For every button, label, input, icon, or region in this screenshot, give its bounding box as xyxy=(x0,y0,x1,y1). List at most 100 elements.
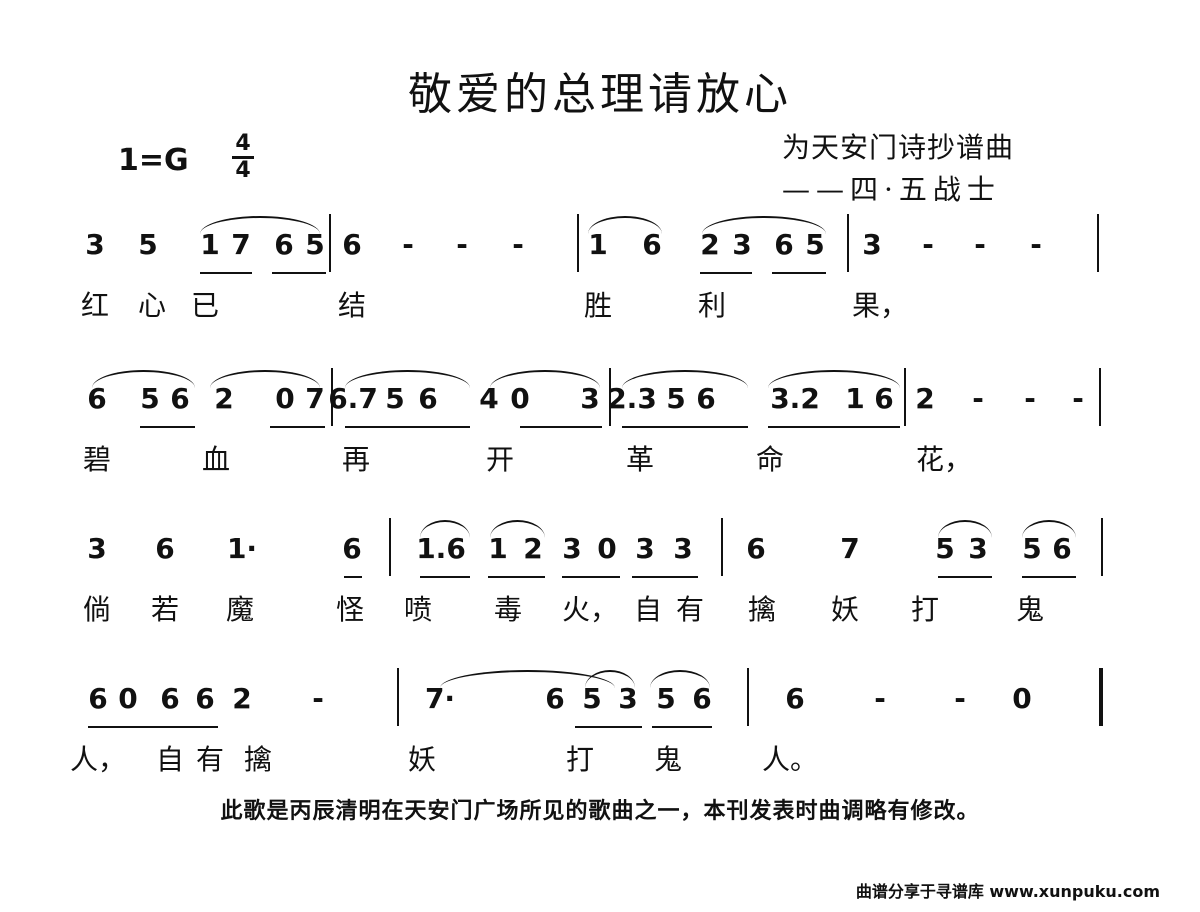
note: 7 xyxy=(231,228,251,261)
note: 1 xyxy=(488,532,508,565)
lyric-char: 擒 xyxy=(747,593,777,626)
barline xyxy=(389,518,391,576)
note: 2 xyxy=(523,532,543,565)
note: 5 xyxy=(666,382,686,415)
barline xyxy=(1097,214,1099,272)
lyric-char: 自 xyxy=(633,593,663,626)
barline xyxy=(904,368,906,426)
beam-underline xyxy=(562,576,620,578)
lyric-char: 再 xyxy=(341,443,371,476)
lyric-char: 妖 xyxy=(830,593,860,626)
lyric-char: 命 xyxy=(755,443,785,476)
note: 3 xyxy=(618,682,638,715)
lyric-char: 有 xyxy=(195,743,225,776)
beam-underline xyxy=(344,576,362,578)
note: 6 xyxy=(342,532,362,565)
note: 3 xyxy=(968,532,988,565)
beam-underline xyxy=(768,426,900,428)
slur xyxy=(938,520,992,538)
note: 6 xyxy=(874,382,894,415)
slur xyxy=(585,670,635,688)
note: 7 xyxy=(305,382,325,415)
lyrics-line: 碧血再开革命花， xyxy=(0,422,1200,476)
barline xyxy=(397,668,399,726)
note: 3 xyxy=(562,532,582,565)
hold-dash: - xyxy=(402,228,414,261)
note: 0 xyxy=(1012,682,1032,715)
lyric-char: 鬼 xyxy=(1015,593,1045,626)
hold-dash: - xyxy=(974,228,986,261)
lyric-char: 革 xyxy=(625,443,655,476)
beam-underline xyxy=(700,272,752,274)
beam-underline xyxy=(88,726,218,728)
beam-underline xyxy=(772,272,826,274)
beam-underline xyxy=(652,726,712,728)
note: 2 xyxy=(700,228,720,261)
slur xyxy=(200,216,320,234)
slur xyxy=(490,370,600,388)
time-signature: 4 4 xyxy=(228,132,258,183)
note: 6 xyxy=(342,228,362,261)
note: 5 xyxy=(1022,532,1042,565)
beam-underline xyxy=(520,426,602,428)
hold-dash: - xyxy=(512,228,524,261)
lyrics-line: 倘若魔怪喷毒火，自有擒妖打鬼 xyxy=(0,572,1200,626)
song-title: 敬爱的总理请放心 xyxy=(408,69,792,120)
lyric-char: 喷 xyxy=(403,593,433,626)
note: 3 xyxy=(732,228,752,261)
lyric-char: 妖 xyxy=(407,743,437,776)
beam-underline xyxy=(200,272,252,274)
key-signature: 1=G xyxy=(118,143,189,178)
barline xyxy=(847,214,849,272)
lyric-char: 胜 xyxy=(583,289,613,322)
note: 2 xyxy=(214,382,234,415)
slur xyxy=(1022,520,1076,538)
lyric-char: 结 xyxy=(337,289,367,322)
hold-dash: - xyxy=(1030,228,1042,261)
beam-underline xyxy=(140,426,195,428)
barline xyxy=(1101,518,1103,576)
lyric-char: 碧 xyxy=(82,443,112,476)
time-signature-bar xyxy=(232,156,254,159)
barline xyxy=(331,368,333,426)
lyric-char: 已 xyxy=(190,289,220,322)
lyric-char: 心 xyxy=(137,289,167,322)
beam-underline xyxy=(632,576,698,578)
lyric-char: 有 xyxy=(675,593,705,626)
note: 7 xyxy=(840,532,860,565)
beam-underline xyxy=(622,426,748,428)
slur xyxy=(588,216,662,234)
barline xyxy=(1099,368,1101,426)
hold-dash: - xyxy=(954,682,966,715)
lyric-char: 火， xyxy=(561,593,619,626)
lyric-char: 血 xyxy=(201,443,231,476)
barline xyxy=(747,668,749,726)
note: 6 xyxy=(170,382,190,415)
note: 3 xyxy=(862,228,882,261)
note: 3 xyxy=(580,382,600,415)
lyrics-line: 红心已结胜利果， xyxy=(0,268,1200,322)
lyric-char: 自 xyxy=(155,743,185,776)
lyric-char: 倘 xyxy=(82,593,112,626)
slur xyxy=(702,216,826,234)
note: 0 xyxy=(510,382,530,415)
lyric-char: 魔 xyxy=(225,593,255,626)
barline xyxy=(721,518,723,576)
lyric-char: 鬼 xyxy=(653,743,683,776)
note: 6 xyxy=(696,382,716,415)
barline xyxy=(609,368,611,426)
note: 0 xyxy=(275,382,295,415)
slur xyxy=(92,370,195,388)
slur xyxy=(768,370,900,388)
note: 5 xyxy=(138,228,158,261)
note: 1 xyxy=(588,228,608,261)
beam-underline xyxy=(575,726,642,728)
final-barline xyxy=(1099,668,1103,726)
beam-underline xyxy=(938,576,992,578)
